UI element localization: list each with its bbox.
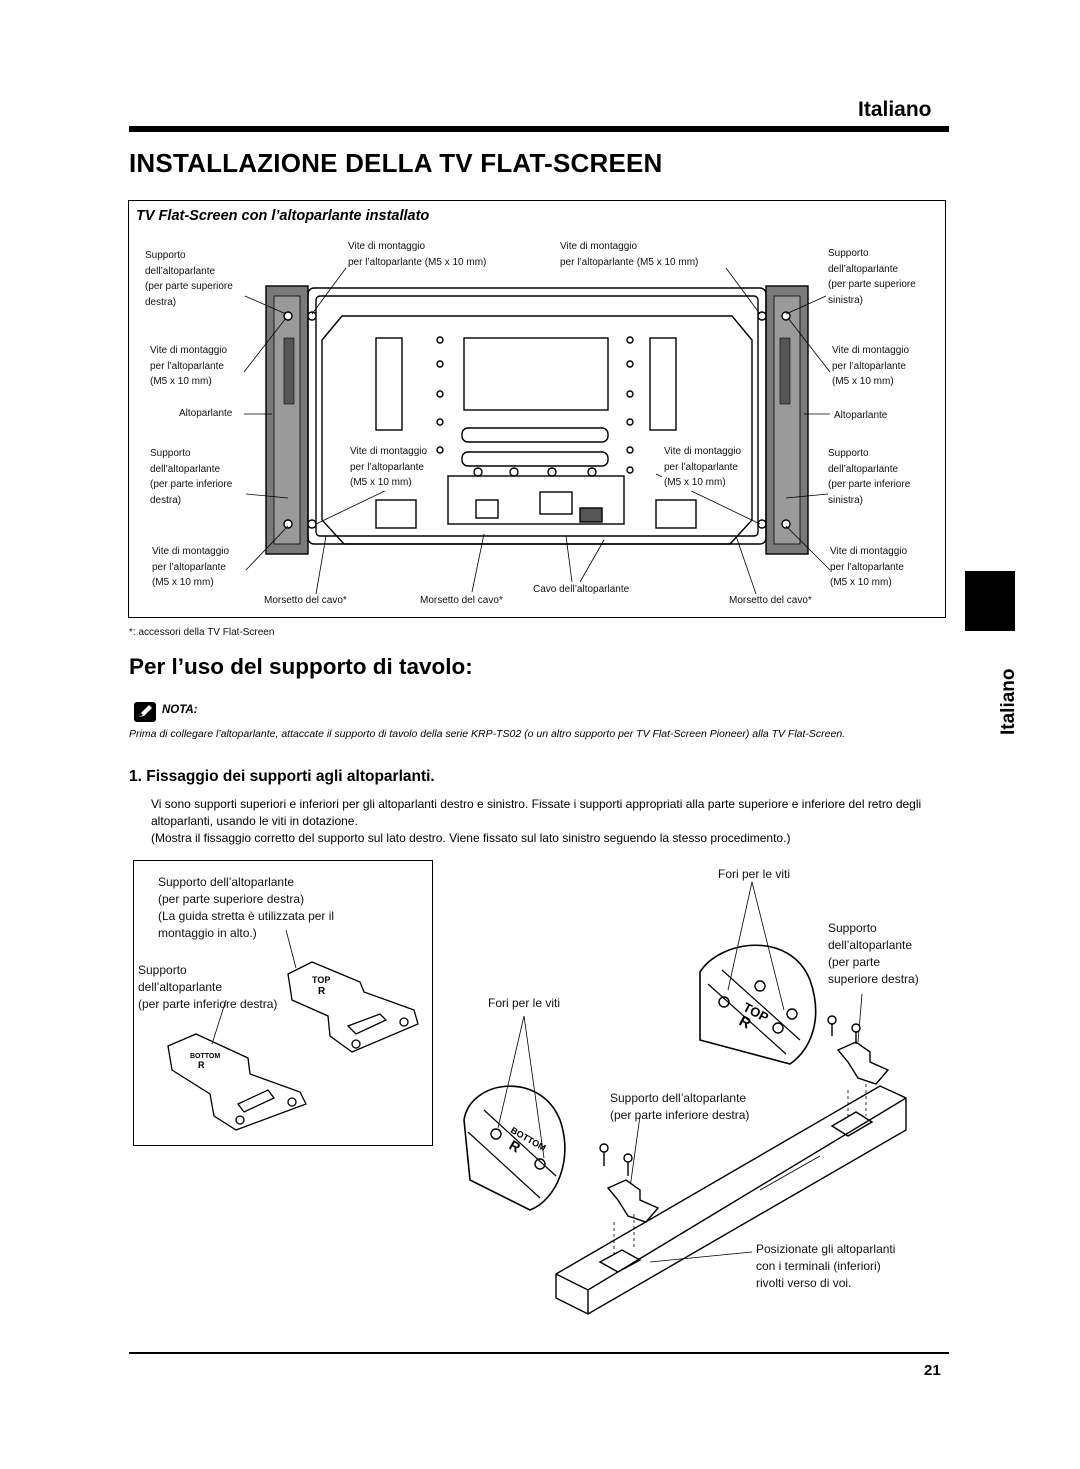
- label-screw-holes-top: Fori per le viti: [718, 867, 791, 881]
- step-paragraph-2: (Mostra il fissaggio corretto del suppor…: [151, 831, 791, 845]
- step-paragraph-1: Vi sono supporti superiori e inferiori p…: [151, 797, 922, 828]
- language-header: Italiano: [858, 98, 932, 121]
- figure-title: TV Flat-Screen con l’altoparlante instal…: [136, 208, 430, 224]
- note-text: Prima di collegare l’altoparlante, attac…: [129, 728, 846, 740]
- page-title: INSTALLAZIONE DELLA TV FLAT-SCREEN: [129, 148, 663, 178]
- note-pencil-icon: [134, 702, 156, 722]
- figure-tv-back-box: [128, 200, 946, 618]
- note-label: NOTA:: [162, 704, 198, 716]
- label-cable-clamp-center: Morsetto del cavo*: [420, 595, 503, 606]
- bottom-mark-small: BOTTOM: [190, 1053, 220, 1060]
- side-tab-block: [965, 571, 1015, 631]
- footnote: *: accessori della TV Flat-Screen: [129, 627, 275, 638]
- label-upper-bracket: Supporto dell’altoparlante(per parte sup…: [158, 875, 335, 940]
- step-body: Vi sono supporti superiori e inferiori p…: [151, 796, 951, 847]
- r-mark-small-lower: R: [198, 1060, 205, 1070]
- top-mark-small: TOP: [312, 975, 330, 985]
- footer-rule: [129, 1352, 949, 1354]
- page-number: 21: [924, 1362, 941, 1379]
- section-title: Per l’uso del supporto di tavolo:: [129, 654, 473, 679]
- label-lower-bracket-right: Supporto dell’altoparlante(per parte inf…: [610, 1091, 750, 1122]
- label-speaker-cable: Cavo dell’altoparlante: [533, 584, 630, 595]
- step-title: 1. Fissaggio dei supporti agli altoparla…: [129, 768, 435, 785]
- label-cable-clamp-right: Morsetto del cavo*: [729, 595, 812, 606]
- figure-brackets-box: [133, 860, 433, 1146]
- header-rule: [129, 126, 949, 132]
- label-screw-holes-mid: Fori per le viti: [488, 996, 561, 1010]
- label-speaker-right: Altoparlante: [834, 410, 888, 421]
- r-mark-small: R: [318, 986, 326, 997]
- label-cable-clamp-left: Morsetto del cavo*: [264, 595, 347, 606]
- label-speaker-left: Altoparlante: [179, 408, 233, 419]
